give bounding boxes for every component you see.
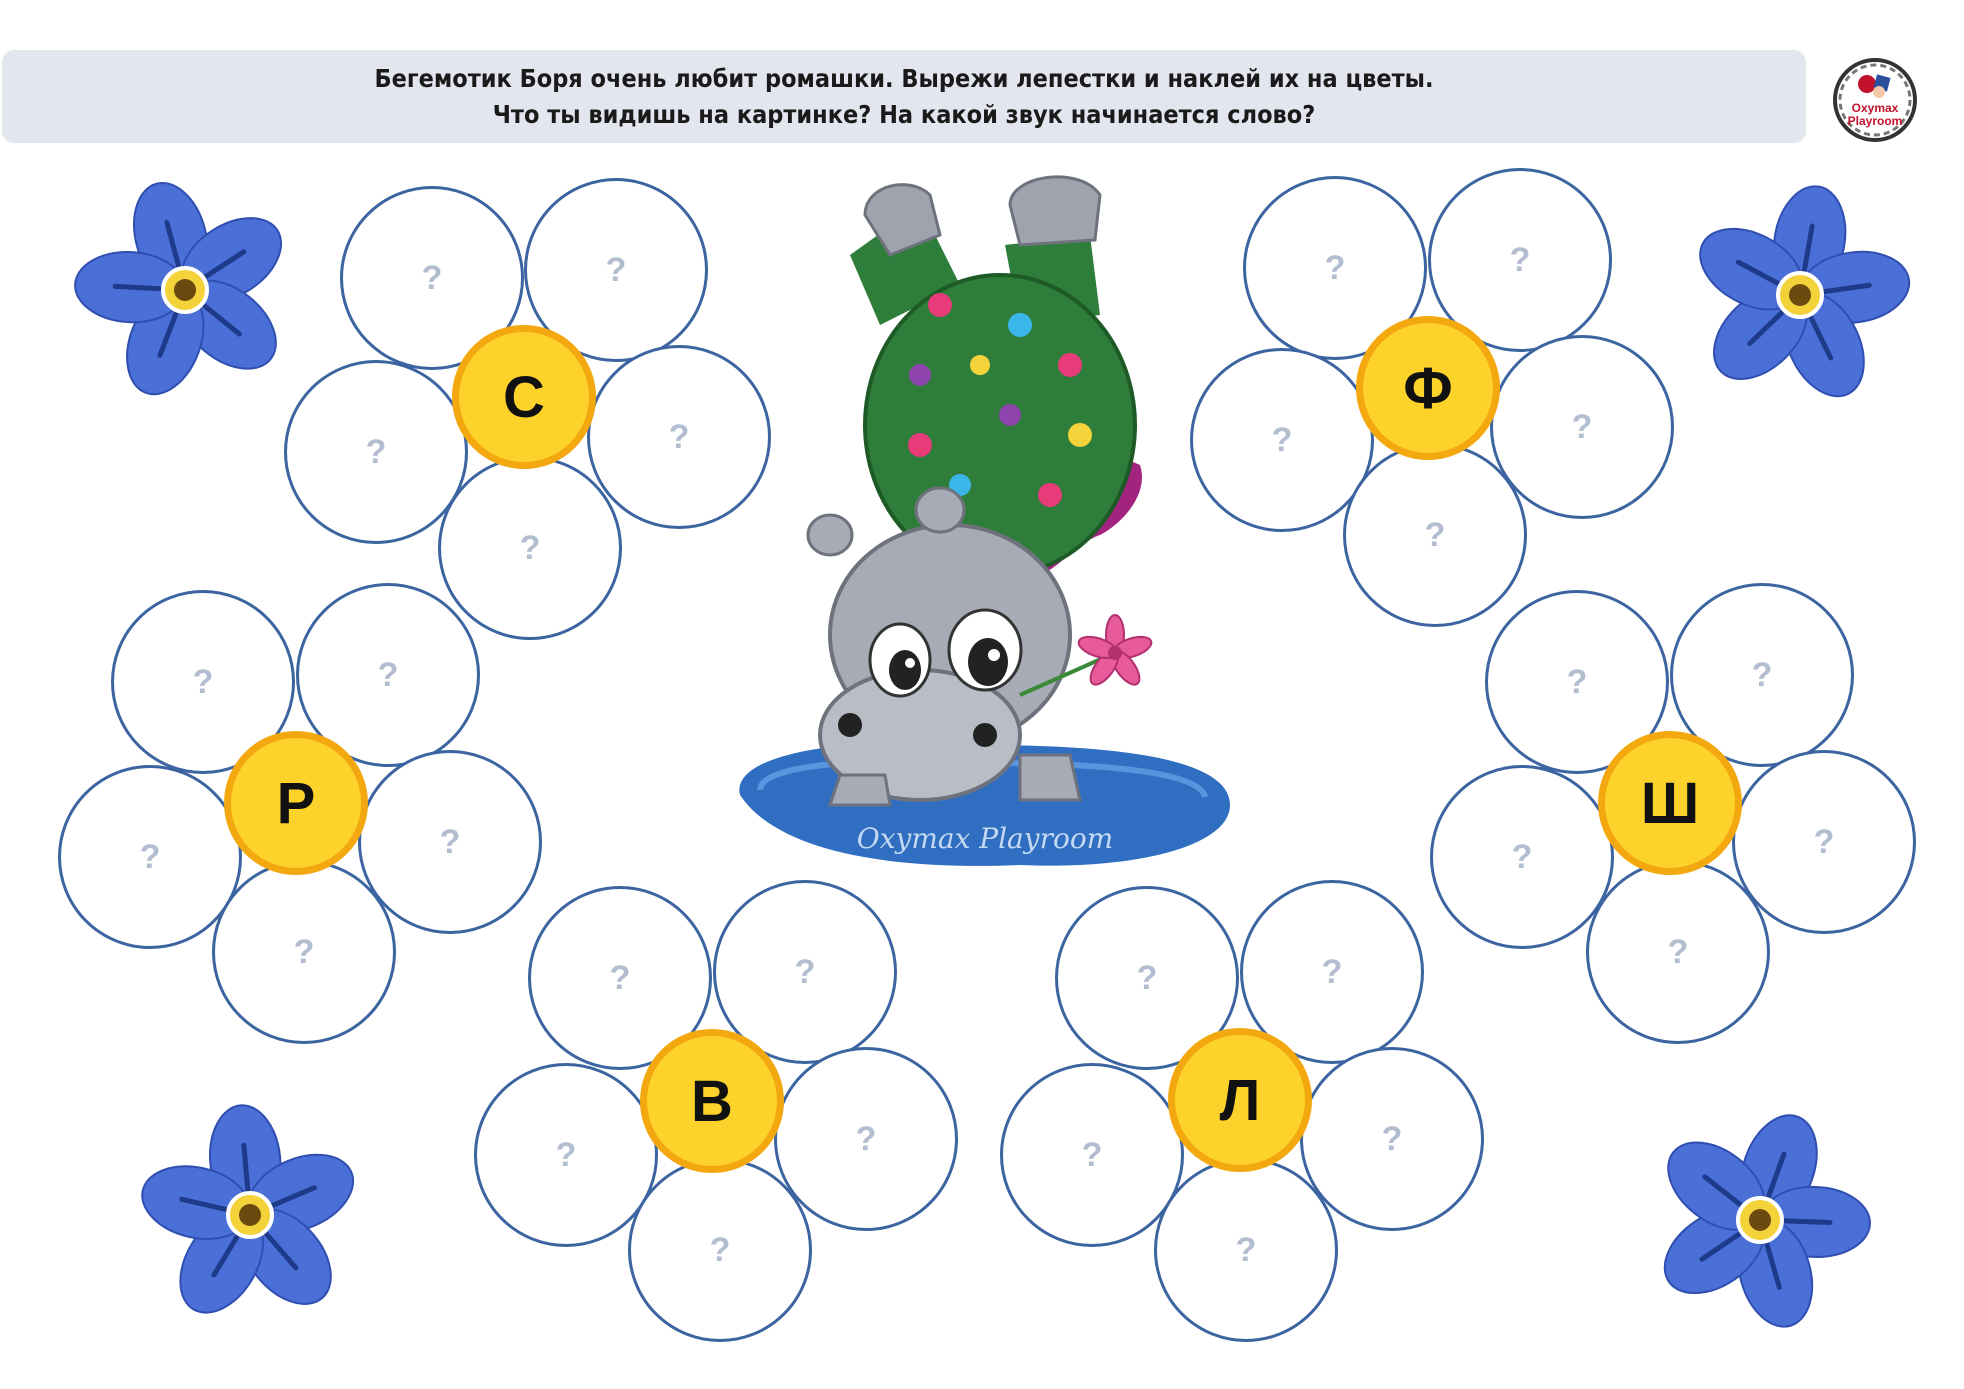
daisy-letter: Р — [276, 770, 316, 836]
question-mark: ? — [1381, 1119, 1403, 1158]
question-mark: ? — [293, 932, 315, 971]
question-mark: ? — [139, 837, 161, 876]
petal[interactable]: ? — [1343, 443, 1527, 627]
question-mark: ? — [1566, 662, 1588, 701]
petal[interactable]: ? — [587, 345, 771, 529]
daisy-letter: Ш — [1640, 770, 1700, 836]
question-mark: ? — [1509, 240, 1531, 279]
daisy-center: Л — [1168, 1028, 1312, 1172]
question-mark: ? — [1813, 822, 1835, 861]
instructions-line-1: Бегемотик Боря очень любит ромашки. Выре… — [374, 63, 1434, 93]
petal[interactable]: ? — [58, 765, 242, 949]
petal[interactable]: ? — [1240, 880, 1424, 1064]
question-mark: ? — [377, 655, 399, 694]
question-mark: ? — [1571, 407, 1593, 446]
question-mark: ? — [1235, 1230, 1257, 1269]
question-mark: ? — [365, 432, 387, 471]
petal[interactable]: ? — [1732, 750, 1916, 934]
petal[interactable]: ? — [340, 186, 524, 370]
question-mark: ? — [709, 1230, 731, 1269]
petal[interactable]: ? — [1300, 1047, 1484, 1231]
blue-flower-icon — [141, 1104, 355, 1314]
instructions-banner: Бегемотик Боря очень любит ромашки. Выре… — [2, 50, 1806, 143]
question-mark: ? — [1424, 515, 1446, 554]
instructions-line-2: Что ты видишь на картинке? На какой звук… — [492, 99, 1316, 129]
question-mark: ? — [1324, 248, 1346, 287]
question-mark: ? — [668, 417, 690, 456]
question-mark: ? — [519, 528, 541, 567]
petal[interactable]: ? — [1670, 583, 1854, 767]
petal[interactable]: ? — [1190, 348, 1374, 532]
logo-text-2: Playroom — [1847, 114, 1903, 128]
question-mark: ? — [1511, 837, 1533, 876]
blue-flower-icon — [74, 181, 283, 396]
question-mark: ? — [192, 662, 214, 701]
petal[interactable]: ? — [774, 1047, 958, 1231]
petal[interactable]: ? — [713, 880, 897, 1064]
hippo-illustration: Oxymax Playroom — [739, 175, 1230, 866]
question-mark: ? — [1081, 1135, 1103, 1174]
logo-text-1: Oxymax — [1851, 101, 1899, 115]
daisy-center: Р — [224, 731, 368, 875]
daisy-letter: В — [691, 1068, 733, 1134]
oxymax-logo: Oxymax Playroom — [1833, 58, 1917, 142]
question-mark: ? — [605, 250, 627, 289]
watermark-text: Oxymax Playroom — [857, 822, 1113, 855]
question-mark: ? — [1136, 958, 1158, 997]
petal[interactable]: ? — [438, 456, 622, 640]
daisy-letter: Ф — [1403, 355, 1453, 421]
question-mark: ? — [421, 258, 443, 297]
question-mark: ? — [794, 952, 816, 991]
question-mark: ? — [439, 822, 461, 861]
question-mark: ? — [1667, 932, 1689, 971]
daisy-center: С — [452, 325, 596, 469]
question-mark: ? — [1751, 655, 1773, 694]
blue-flower-icon — [1663, 1114, 1871, 1328]
blue-flower-icon — [1699, 185, 1911, 398]
question-mark: ? — [609, 958, 631, 997]
petal[interactable]: ? — [1428, 168, 1612, 352]
petal[interactable]: ? — [1490, 335, 1674, 519]
daisy-letter: С — [503, 364, 545, 430]
daisy-letter: Л — [1219, 1067, 1261, 1133]
petal[interactable]: ? — [474, 1063, 658, 1247]
petal[interactable]: ? — [1430, 765, 1614, 949]
petal[interactable]: ? — [1000, 1063, 1184, 1247]
question-mark: ? — [1271, 420, 1293, 459]
question-mark: ? — [555, 1135, 577, 1174]
daisy-center: Ф — [1356, 316, 1500, 460]
daisy-center: В — [640, 1029, 784, 1173]
petal[interactable]: ? — [1154, 1158, 1338, 1342]
question-mark: ? — [855, 1119, 877, 1158]
petal[interactable]: ? — [1586, 860, 1770, 1044]
petal[interactable]: ? — [628, 1158, 812, 1342]
petal[interactable]: ? — [296, 583, 480, 767]
petal[interactable]: ? — [284, 360, 468, 544]
petal[interactable]: ? — [212, 860, 396, 1044]
question-mark: ? — [1321, 952, 1343, 991]
petal[interactable]: ? — [358, 750, 542, 934]
daisy-center: Ш — [1598, 731, 1742, 875]
